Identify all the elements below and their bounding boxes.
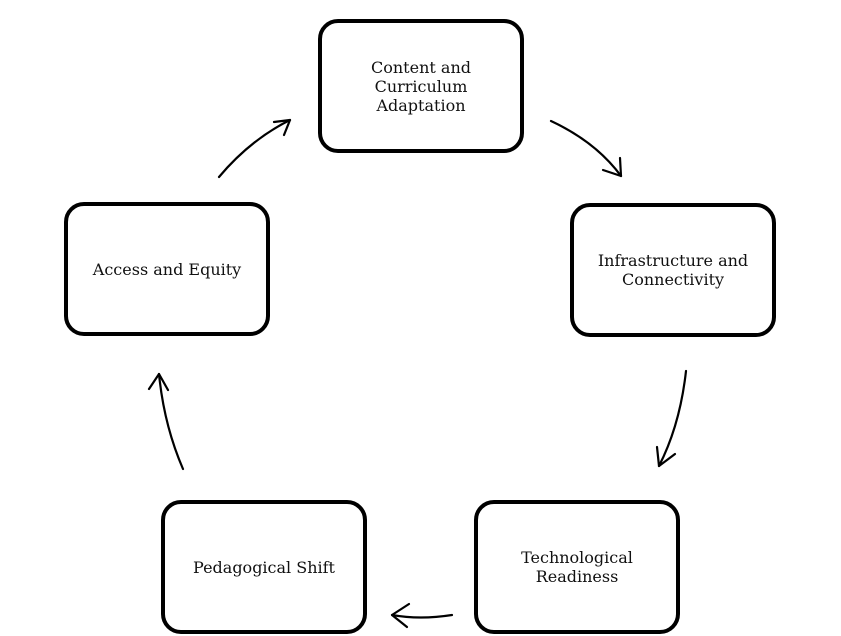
- arrow-access-to-content: [217, 118, 292, 179]
- node-label: Technological Readiness: [521, 548, 633, 586]
- node-infrastructure-connectivity: Infrastructure and Connectivity: [570, 203, 776, 337]
- arrow-infrastructure-to-technological: [655, 369, 688, 468]
- node-technological-readiness: Technological Readiness: [474, 500, 680, 634]
- node-label: Content and Curriculum Adaptation: [371, 57, 471, 115]
- node-content-curriculum-adaptation: Content and Curriculum Adaptation: [318, 19, 524, 153]
- node-label: Pedagogical Shift: [193, 557, 335, 577]
- arrow-technological-to-pedagogical: [390, 602, 454, 629]
- node-access-equity: Access and Equity: [64, 202, 270, 336]
- node-label: Infrastructure and Connectivity: [597, 251, 749, 289]
- arrow-pedagogical-to-access: [147, 372, 185, 471]
- arrow-content-to-infrastructure: [549, 119, 623, 178]
- node-pedagogical-shift: Pedagogical Shift: [161, 500, 367, 634]
- node-label: Access and Equity: [92, 259, 242, 279]
